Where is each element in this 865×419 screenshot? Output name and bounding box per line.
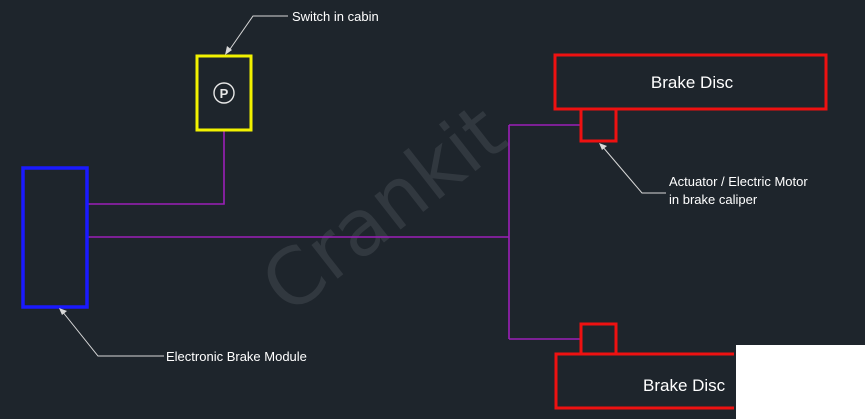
actuator-bottom — [579, 322, 618, 356]
brake-disc-bottom — [554, 352, 734, 410]
watermark: Crankit — [245, 87, 522, 331]
parking-switch-icon — [213, 82, 235, 104]
leader-actuator — [601, 145, 666, 194]
leader-actuator-arrow — [599, 143, 607, 150]
parking-switch-symbol: P — [220, 86, 229, 101]
actuator-label-line1: Actuator / Electric Motor — [669, 174, 808, 189]
leader-switch-arrow — [225, 46, 232, 55]
brake-disc-bottom-label: Brake Disc — [643, 376, 726, 395]
cabin-switch — [195, 54, 253, 132]
leader-module — [61, 310, 164, 357]
module-label: Electronic Brake Module — [166, 349, 307, 364]
brake-disc-top — [553, 53, 828, 111]
crop-edge — [736, 345, 865, 419]
leader-switch — [227, 15, 288, 53]
electronic-brake-module — [21, 166, 89, 309]
actuator-label-line2: in brake caliper — [669, 192, 758, 207]
wire-switch-to-module — [88, 131, 225, 205]
leaders — [59, 15, 666, 357]
leader-module-arrow — [59, 308, 67, 315]
brake-disc-top-label: Brake Disc — [651, 73, 734, 92]
wiring — [88, 124, 581, 340]
actuator-top — [579, 107, 618, 143]
switch-label: Switch in cabin — [292, 9, 379, 24]
